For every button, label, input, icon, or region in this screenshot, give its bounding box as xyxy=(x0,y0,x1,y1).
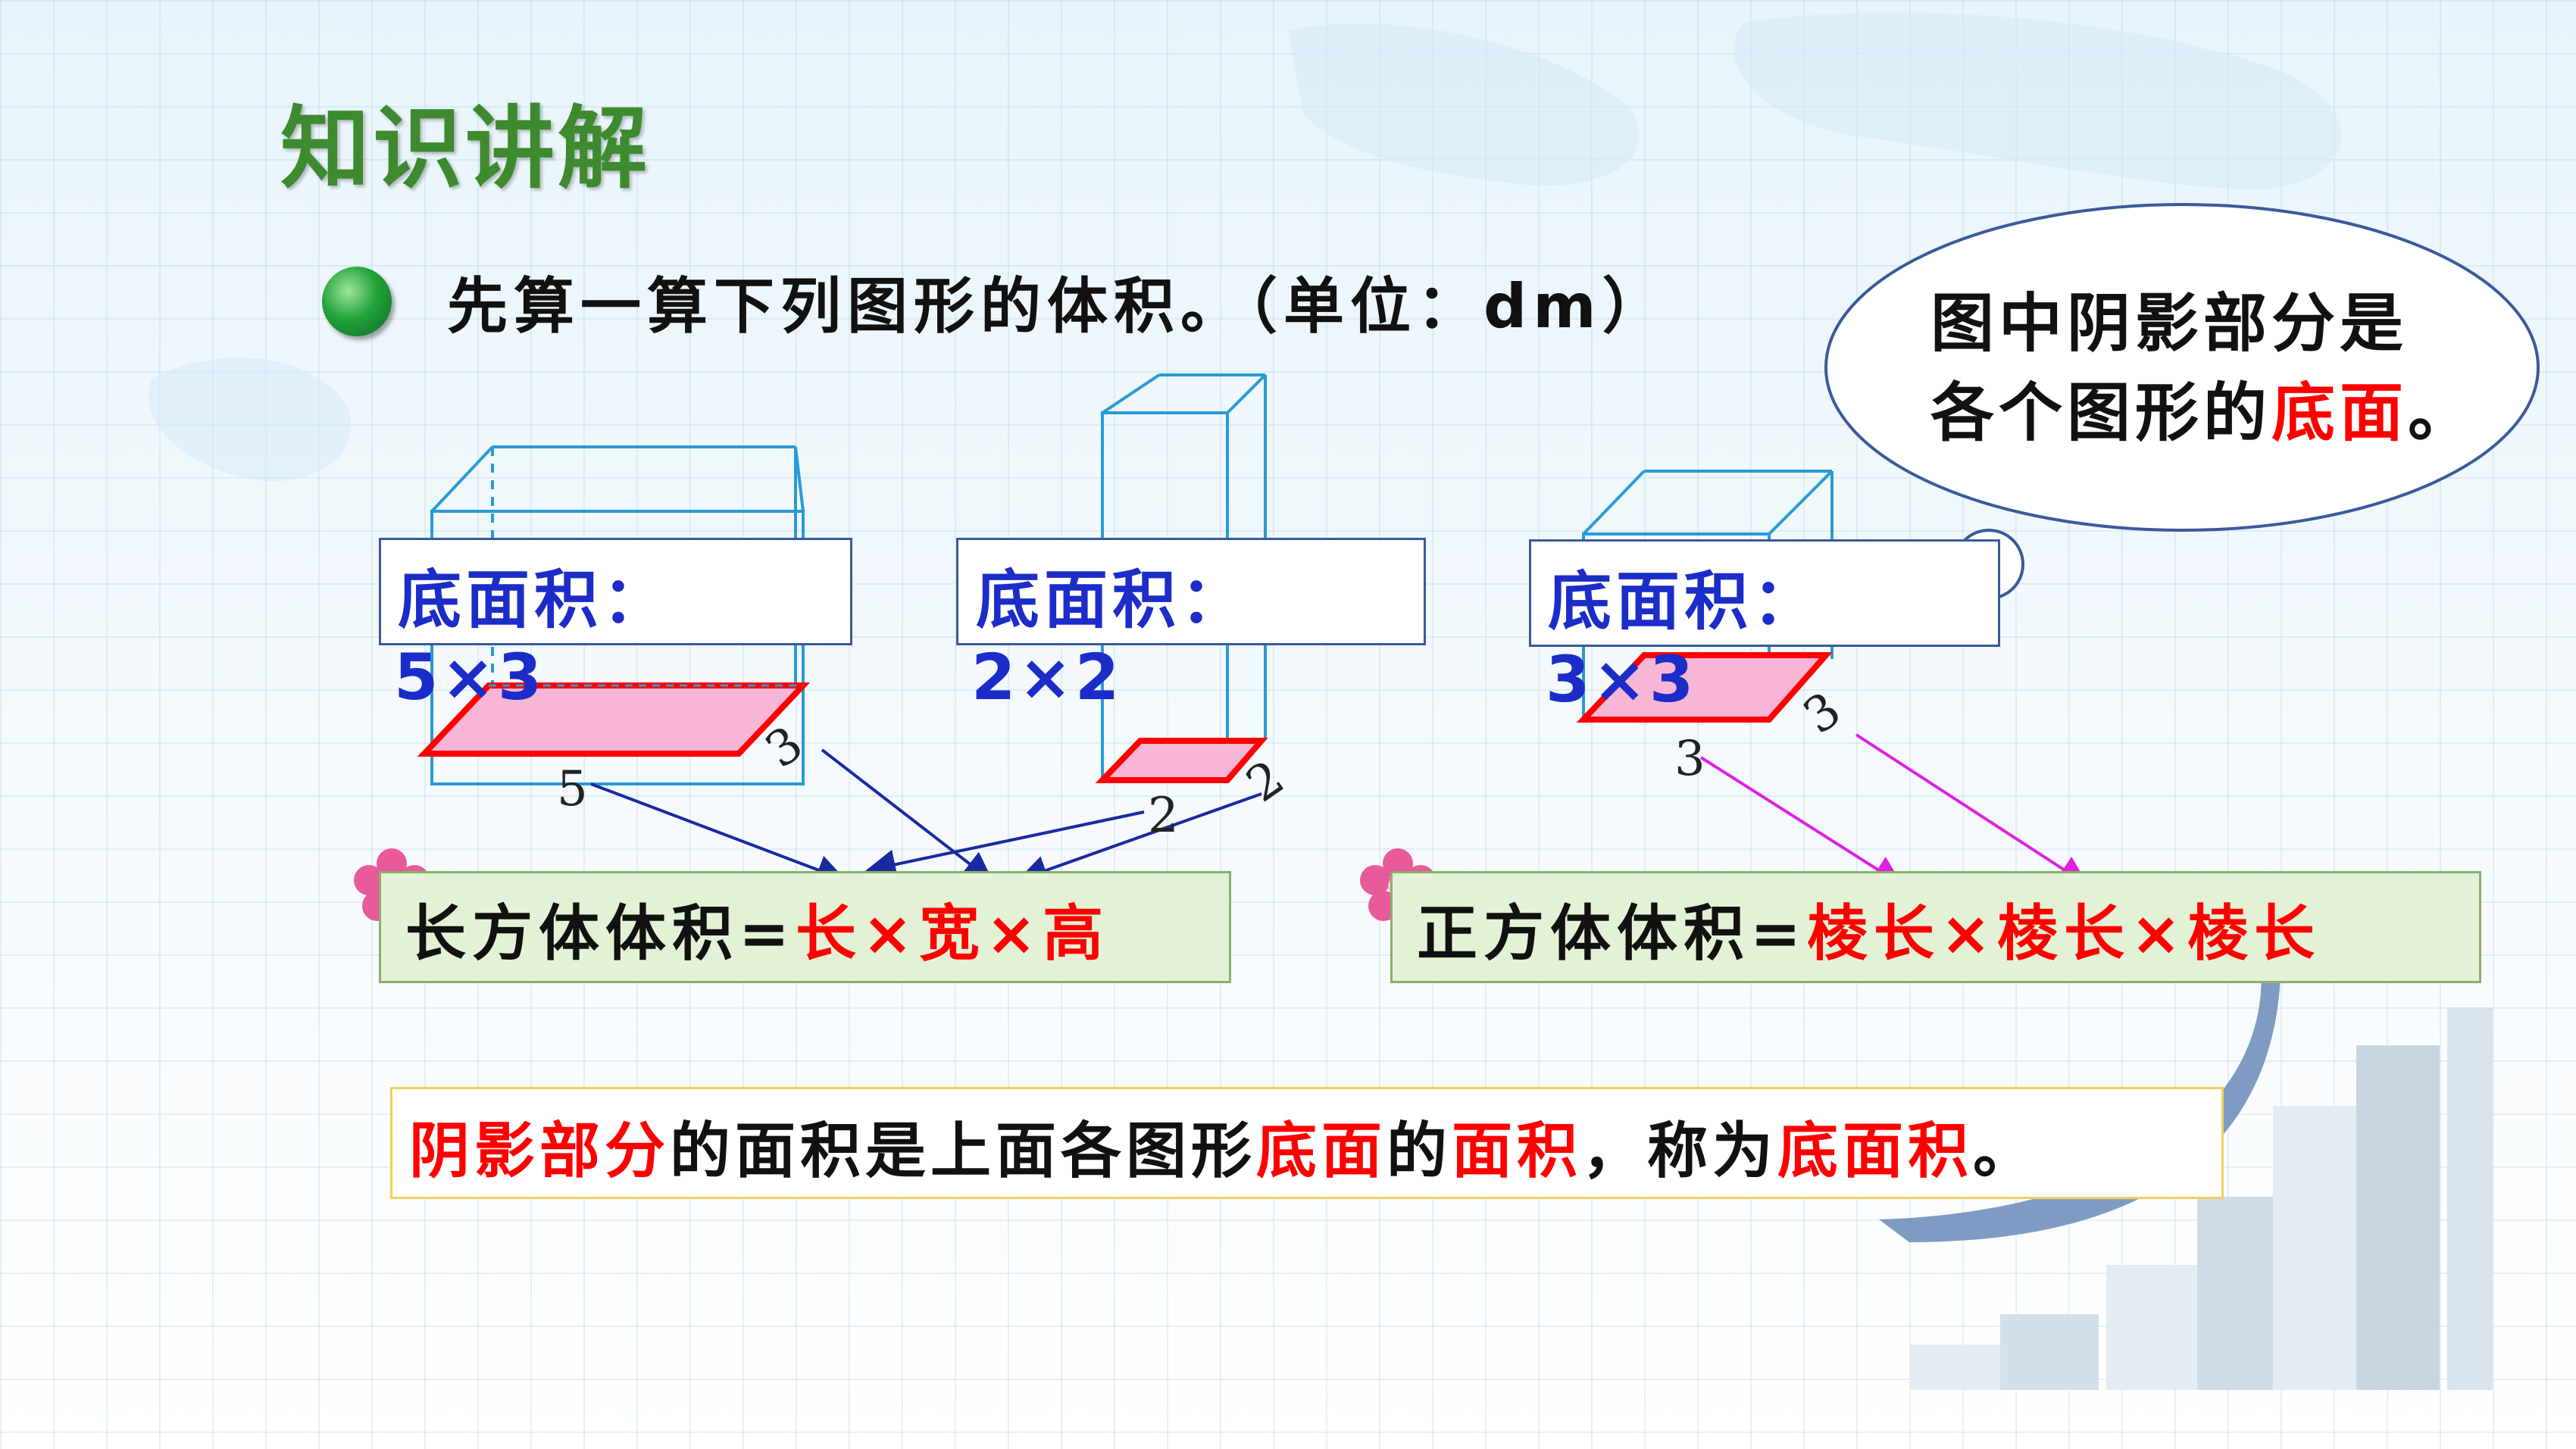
cuboid-formula-terms: 长×宽×高 xyxy=(796,898,1110,969)
note-text-2: 的 xyxy=(1386,1116,1452,1186)
dimension-label-edge-a: 3 xyxy=(1674,731,1705,787)
base-area-label-3: 底面积： xyxy=(1548,564,1821,639)
page-title: 知识讲解 xyxy=(280,96,651,201)
base-area-label-box-3 xyxy=(1529,539,2000,647)
cube-base-shade xyxy=(1576,652,1833,723)
cloud-line-2-suffix: 。 xyxy=(2408,376,2477,450)
cuboid-formula-box xyxy=(379,871,1231,983)
base-area-label-2: 底面积： xyxy=(976,563,1249,637)
note-area: 面积 xyxy=(1452,1116,1582,1186)
cuboid-formula: 长方体体积=长×宽×高 xyxy=(405,885,1109,973)
base-area-expression-3: 3×3 xyxy=(1546,642,1697,717)
note-base: 底面 xyxy=(1256,1116,1386,1186)
cloud-line-2-prefix: 各个图形的 xyxy=(1930,376,2272,450)
note-text-1: 的面积是上面各图形 xyxy=(670,1116,1256,1186)
cube-formula-terms: 棱长×棱长×棱长 xyxy=(1807,898,2321,969)
cube-formula-prefix: 正方体体积= xyxy=(1417,898,1808,969)
note-base-area: 底面积 xyxy=(1777,1116,1973,1186)
bar-chart-decoration xyxy=(1909,1007,2493,1390)
cloud-line-2-highlight: 底面 xyxy=(2271,376,2409,450)
note-period: 。 xyxy=(1973,1116,2038,1186)
definition-text: 阴影部分的面积是上面各图形底面的面积，称为底面积。 xyxy=(409,1098,2190,1204)
cloud-line-1: 图中阴影部分是 xyxy=(1930,286,2409,361)
base-area-expression-1: 5×3 xyxy=(394,640,546,714)
instruction-text: 先算一算下列图形的体积。（单位：dm） xyxy=(447,271,1669,342)
cloud-text: 图中阴影部分是 各个图形的底面。 xyxy=(1930,279,2521,457)
bullet-dot-icon xyxy=(322,267,392,336)
world-map-decoration xyxy=(148,12,2342,482)
prism-base-shade xyxy=(1095,738,1268,783)
cube-edge-arrows xyxy=(1699,733,2089,886)
definition-box xyxy=(390,1087,2224,1199)
cuboid-formula-prefix: 长方体体积= xyxy=(405,898,796,969)
dimension-label-length: 5 xyxy=(557,761,588,817)
cube-formula-box xyxy=(1390,871,2481,983)
dimension-arrows xyxy=(590,748,1262,885)
base-area-expression-2: 2×2 xyxy=(971,640,1123,714)
base-area-label-box-2 xyxy=(956,538,1426,645)
dimension-label-side-a: 2 xyxy=(1148,788,1179,844)
note-text-3: ，称为 xyxy=(1582,1116,1777,1186)
base-area-label-1: 底面积： xyxy=(398,563,671,637)
note-shaded-part: 阴影部分 xyxy=(409,1116,670,1186)
cube-formula: 正方体体积=棱长×棱长×棱长 xyxy=(1417,885,2321,973)
base-area-label-box-1 xyxy=(379,538,852,645)
cloud-line-2: 各个图形的底面。 xyxy=(1930,368,2521,457)
